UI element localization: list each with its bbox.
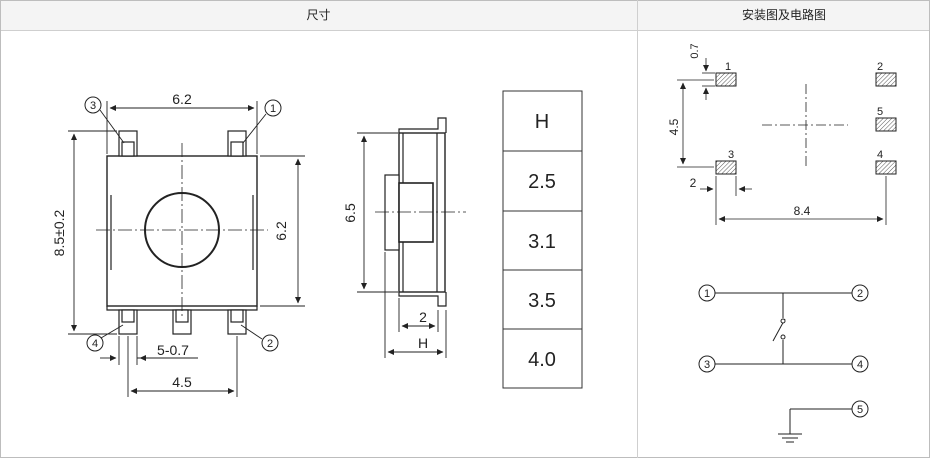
header-dimensions: 尺寸 (0, 0, 638, 31)
pin-callout-1-label: 1 (270, 103, 276, 115)
dim-pins-label: 5-0.7 (157, 342, 189, 358)
side-view (375, 117, 466, 307)
h-table-value-3: 3.5 (528, 290, 556, 312)
dim-side-height: 6.5 (342, 203, 358, 223)
side-bottom-lead (398, 292, 447, 307)
node-1-label: 1 (704, 288, 710, 300)
pad-3-label: 3 (728, 149, 734, 161)
pin-callout-1 (264, 99, 282, 117)
dim-pad-label: 0.7 (689, 43, 701, 58)
side-top-lead (398, 117, 447, 133)
header-install-circuit: 安装图及电路图 (638, 0, 930, 31)
dim-pitch-label: 4.5 (667, 118, 681, 135)
footprint (715, 72, 897, 175)
h-table-value-1: 2.5 (528, 171, 556, 193)
h-table-value-2: 3.1 (528, 231, 556, 253)
footprint-dimensions (677, 58, 887, 225)
dim-side-width: 2 (419, 309, 427, 325)
h-table (502, 90, 583, 389)
side-dimensions (357, 132, 447, 358)
dim-bottom-label: 4.5 (172, 374, 192, 390)
pad-4 (875, 160, 897, 175)
pin-callout-3 (84, 96, 102, 114)
pad-5 (875, 117, 897, 132)
pad-5-label: 5 (877, 106, 883, 118)
dim-pad-width-label: 2 (690, 176, 697, 190)
dim-left-label: 8.5±0.2 (51, 209, 67, 256)
node-2-label: 2 (857, 288, 863, 300)
pin-callout-4 (86, 334, 104, 352)
pad-2-label: 2 (877, 61, 883, 73)
side-actuator-window (398, 182, 434, 243)
pad-2 (875, 72, 897, 87)
dim-side-h: H (418, 335, 428, 351)
footprint-centerlines (762, 84, 848, 166)
pad-4-label: 4 (877, 149, 883, 161)
circuit-schematic (698, 284, 869, 443)
front-dimensions (68, 101, 305, 397)
pad-1-label: 1 (725, 61, 731, 73)
pin-callout-3-label: 3 (90, 100, 96, 112)
pin-callout-2 (261, 334, 279, 352)
h-table-value-4: 4.0 (528, 349, 556, 371)
pad-3 (715, 160, 737, 175)
pin-callout-2-label: 2 (267, 338, 273, 350)
pad-1 (715, 72, 737, 87)
side-actuator (384, 174, 400, 251)
dim-right-label: 6.2 (273, 221, 289, 241)
h-table-header: H (535, 111, 549, 133)
pin-callout-4-label: 4 (92, 338, 98, 350)
node-3-label: 3 (704, 359, 710, 371)
pin-callouts (84, 96, 282, 352)
node-4-label: 4 (857, 359, 863, 371)
dim-span-label: 8.4 (794, 204, 811, 218)
front-view (96, 130, 268, 335)
dim-top-label: 6.2 (172, 91, 192, 107)
node-5-label: 5 (857, 404, 863, 416)
